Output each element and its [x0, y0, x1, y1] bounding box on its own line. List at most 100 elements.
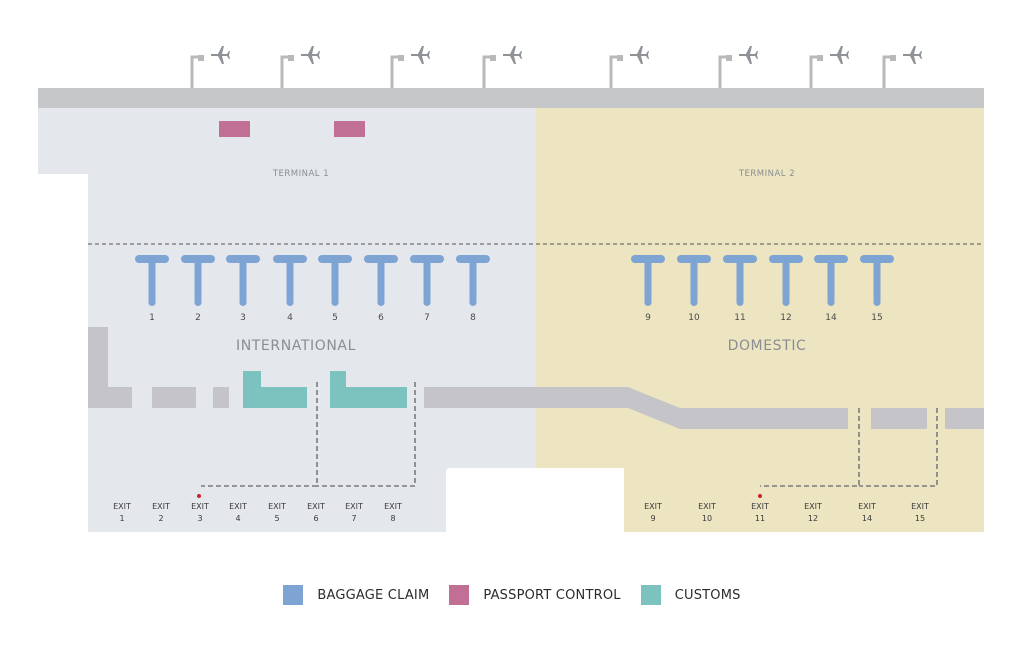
gate: [482, 46, 522, 88]
baggage-belt: 11: [723, 255, 757, 323]
legend-item-customs: CUSTOMS: [640, 585, 741, 605]
exit-number: 10: [702, 514, 712, 523]
exit-word: EXIT: [268, 502, 286, 511]
exit-word: EXIT: [698, 502, 716, 511]
corridor-wall-left: [88, 327, 132, 408]
airplane-icon: [411, 46, 430, 64]
airplane-icon: [503, 46, 522, 64]
exit-door: EXIT 10: [698, 502, 716, 523]
customs-area-1: [243, 371, 307, 408]
exit-door: EXIT 11: [751, 502, 769, 523]
baggage-belt-number: 3: [240, 313, 246, 323]
terminal-1-label: TERMINAL 1: [272, 169, 329, 179]
exit-word: EXIT: [804, 502, 822, 511]
gate: [718, 46, 758, 88]
terminal-1-floor: [38, 107, 536, 532]
exit-word: EXIT: [113, 502, 131, 511]
corridor-wall-segment: [871, 408, 927, 429]
baggage-belt-number: 4: [287, 313, 293, 323]
airplane-icon: [830, 46, 849, 64]
baggage-belt-number: 9: [645, 313, 651, 323]
baggage-belt-number: 1: [149, 313, 155, 323]
baggage-belt: 9: [631, 255, 665, 323]
legend-swatch-baggage-claim: [283, 585, 304, 605]
location-dot-icon: [758, 494, 762, 498]
legend-item-baggage-claim: BAGGAGE CLAIM: [283, 585, 429, 605]
baggage-belt: 12: [769, 255, 803, 323]
exit-word: EXIT: [911, 502, 929, 511]
gate: [190, 46, 230, 88]
legend-swatch-passport-control: [449, 585, 470, 605]
baggage-belt-number: 7: [424, 313, 430, 323]
legend-label-passport-control: PASSPORT CONTROL: [483, 587, 621, 603]
gate: [882, 46, 922, 88]
baggage-belt: 2: [181, 255, 215, 323]
passport-control-2: [334, 121, 365, 137]
corridor-wall-segment: [152, 387, 196, 408]
airplane-icon: [903, 46, 922, 64]
baggage-belt-number: 2: [195, 313, 201, 323]
exit-number: 11: [755, 514, 765, 523]
baggage-belt: 4: [273, 255, 307, 323]
exit-door: EXIT 5: [268, 502, 286, 523]
baggage-belt: 7: [410, 255, 444, 323]
exit-number: 1: [119, 514, 124, 523]
baggage-belt-number: 10: [688, 313, 700, 323]
domestic-label: DOMESTIC: [728, 338, 807, 354]
baggage-belt-number: 5: [332, 313, 338, 323]
corridor-wall-segment: [213, 387, 229, 408]
exit-door: EXIT 15: [911, 502, 929, 523]
exit-word: EXIT: [307, 502, 325, 511]
exit-word: EXIT: [751, 502, 769, 511]
gate: [609, 46, 649, 88]
exit-number: 6: [313, 514, 318, 523]
baggage-belt: 10: [677, 255, 711, 323]
location-dot-icon: [197, 494, 201, 498]
corridor-walls: [88, 327, 984, 429]
baggage-belt-number: 8: [470, 313, 476, 323]
exit-number: 9: [650, 514, 655, 523]
exit-word: EXIT: [229, 502, 247, 511]
exit-path-domestic: [859, 408, 938, 487]
exit-door: EXIT 6: [307, 502, 325, 523]
gap-block: [446, 468, 624, 534]
terminal-2-label: TERMINAL 2: [738, 169, 795, 179]
exit-number: 5: [274, 514, 279, 523]
international-label: INTERNATIONAL: [236, 338, 356, 354]
baggage-belt: 5: [318, 255, 352, 323]
baggage-belt-number: 6: [378, 313, 384, 323]
exit-number: 12: [808, 514, 818, 523]
baggage-belt: 1: [135, 255, 169, 323]
airplane-icon: [301, 46, 320, 64]
baggage-belt-number: 15: [871, 313, 882, 323]
exit-word: EXIT: [858, 502, 876, 511]
gate: [280, 46, 320, 88]
exit-path-domestic: [760, 408, 860, 487]
airplane-icon: [630, 46, 649, 64]
legend-label-customs: CUSTOMS: [674, 587, 741, 603]
airplane-icon: [739, 46, 758, 64]
baggage-belt: 3: [226, 255, 260, 323]
airplane-icon: [211, 46, 230, 64]
corridor-wall-segment: [945, 408, 984, 429]
gate: [390, 46, 430, 88]
exit-paths: [201, 382, 938, 487]
legend-swatch-customs: [640, 585, 661, 605]
passport-control-1: [219, 121, 250, 137]
baggage-belt-number: 12: [780, 313, 791, 323]
exit-word: EXIT: [152, 502, 170, 511]
exit-door: EXIT 4: [229, 502, 247, 523]
exit-door: EXIT 12: [804, 502, 822, 523]
baggage-belt-number: 14: [825, 313, 837, 323]
exit-number: 15: [915, 514, 925, 523]
baggage-belt-number: 11: [734, 313, 745, 323]
baggage-belt: 8: [456, 255, 490, 323]
exit-number: 4: [235, 514, 240, 523]
